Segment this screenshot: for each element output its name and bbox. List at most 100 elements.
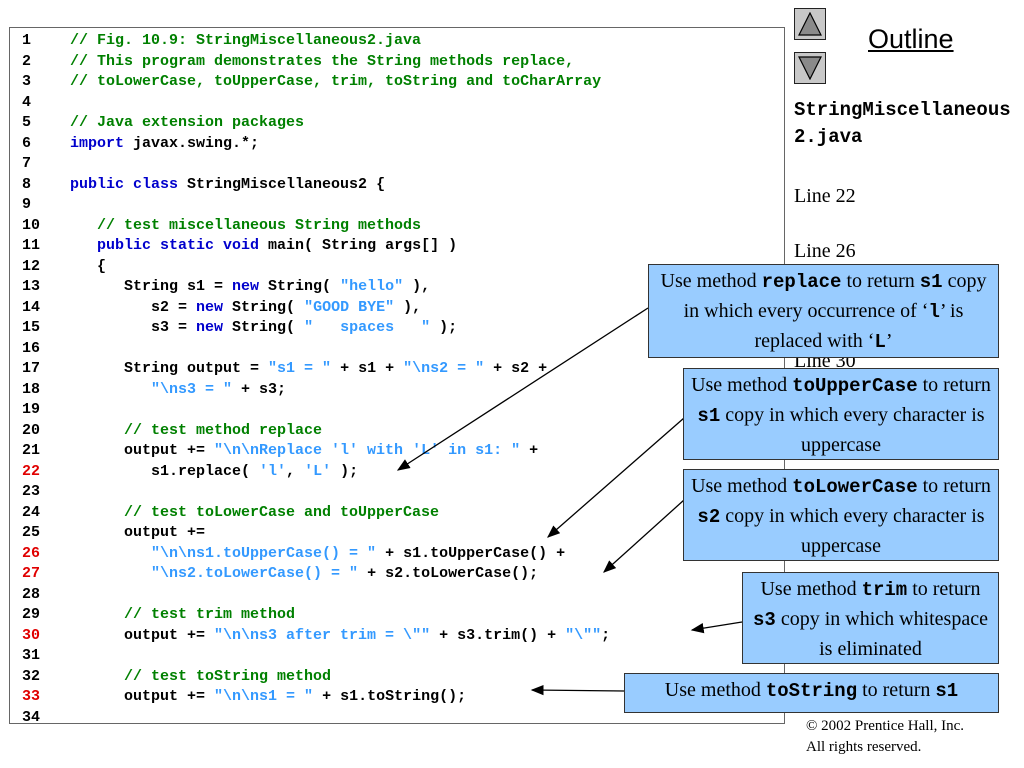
line-number: 25 xyxy=(22,524,41,541)
code-text: String output = "s1 = " + s1 + "\ns2 = "… xyxy=(70,359,547,379)
code-token: output += xyxy=(70,688,215,705)
code-token: s2 = xyxy=(70,298,197,316)
code-text: output += xyxy=(70,523,205,543)
line-number: 12 xyxy=(22,257,41,275)
arrow-upper xyxy=(547,417,685,538)
line-number: 27 xyxy=(22,565,41,582)
code-token: { xyxy=(70,257,107,275)
code-text: output += "\n\nReplace 'l' with 'L' in s… xyxy=(70,441,538,461)
rights-line: All rights reserved. xyxy=(806,739,922,755)
line-number: 2 xyxy=(22,52,32,70)
line-number: 32 xyxy=(22,667,41,685)
line-number: 29 xyxy=(22,606,41,623)
line-number: 13 xyxy=(22,278,41,295)
line-number: 18 xyxy=(22,380,41,398)
arrow-replace xyxy=(396,307,649,471)
line-number: 14 xyxy=(22,298,41,316)
line-number: 22 xyxy=(22,462,41,480)
code-token: ; xyxy=(601,626,611,644)
code-token: "\n\ns1 = " xyxy=(214,688,314,705)
line-number: 17 xyxy=(22,360,41,377)
code-token: 'l' xyxy=(259,462,287,480)
line-number: 23 xyxy=(22,483,41,500)
code-token: ); xyxy=(430,319,458,336)
code-text: // Fig. 10.9: StringMiscellaneous2.java xyxy=(70,31,421,51)
code-text: // test method replace xyxy=(70,421,322,441)
code-token: + s3.trim() + xyxy=(430,626,566,644)
line-number: 16 xyxy=(22,339,41,357)
code-token: // test toString method xyxy=(70,667,332,685)
code-token: // test miscellaneous String methods xyxy=(70,216,422,234)
code-text: s3 = new String( " spaces " ); xyxy=(70,318,457,338)
callout-toLowerCase: Use method toLowerCase to return s2 copy… xyxy=(683,469,999,561)
previous-slide-button[interactable] xyxy=(794,8,826,40)
up-triangle-icon xyxy=(798,12,822,36)
line-number: 10 xyxy=(22,216,41,234)
code-token: // This program demonstrates the String … xyxy=(70,52,575,70)
code-token: "\n\ns1.toUpperCase() = " xyxy=(151,544,377,562)
code-token: "\ns2 = " xyxy=(403,360,485,377)
code-token: "\ns3 = " xyxy=(151,380,233,398)
code-text: // Java extension packages xyxy=(70,113,304,133)
code-token: public class xyxy=(70,175,179,193)
code-token: String s1 = xyxy=(70,278,233,295)
code-text: public class StringMiscellaneous2 { xyxy=(70,175,385,195)
code-token: StringMiscellaneous2 { xyxy=(178,175,386,193)
code-token: s1.replace( xyxy=(70,462,260,480)
line-number: 3 xyxy=(22,73,32,90)
code-text: // test toString method xyxy=(70,667,331,687)
code-token: main( String args[] ) xyxy=(259,237,458,254)
code-token: "\"" xyxy=(565,626,602,644)
code-token: ); xyxy=(331,462,359,480)
line-number: 21 xyxy=(22,442,41,459)
code-token: s3 = xyxy=(70,319,197,336)
code-listing-panel: 1// Fig. 10.9: StringMiscellaneous2.java… xyxy=(9,27,785,726)
code-token: "\ns2.toLowerCase() = " xyxy=(151,565,359,582)
line-number: 20 xyxy=(22,421,41,439)
line-number: 28 xyxy=(22,585,41,603)
code-text: // This program demonstrates the String … xyxy=(70,52,574,72)
copyright-notice: © 2002 Prentice Hall, Inc. All rights re… xyxy=(806,716,964,758)
code-token: 'L' xyxy=(304,462,332,480)
copyright-line: © 2002 Prentice Hall, Inc. xyxy=(806,718,965,734)
callout-replace: Use method replace to return s1 copy in … xyxy=(648,264,999,358)
line-number: 31 xyxy=(22,647,41,664)
code-text: String s1 = new String( "hello" ), xyxy=(70,277,430,297)
code-token: output += xyxy=(70,442,215,459)
line-number: 11 xyxy=(22,237,41,254)
arrow-lower xyxy=(603,499,685,573)
code-text: output += "\n\ns1 = " + s1.toString(); xyxy=(70,687,466,707)
code-text: // test toLowerCase and toUpperCase xyxy=(70,503,439,523)
code-token: ), xyxy=(394,298,422,316)
code-text: output += "\n\ns3 after trim = \"" + s3.… xyxy=(70,626,610,646)
code-token: new xyxy=(196,319,224,336)
code-token: + s1.toUpperCase() + xyxy=(376,544,566,562)
callout-toString: Use method toString to return s1 xyxy=(624,673,999,713)
outline-title[interactable]: Outline xyxy=(868,24,954,54)
code-token: import xyxy=(70,134,125,152)
code-token: + s1.toString(); xyxy=(313,688,467,705)
code-token: " spaces " xyxy=(304,319,431,336)
code-text: import javax.swing.*; xyxy=(70,134,259,154)
arrow-tostring xyxy=(530,684,625,696)
line-reference: Line 26 xyxy=(794,240,856,262)
code-token: ), xyxy=(403,278,431,295)
code-token: // toLowerCase, toUpperCase, trim, toStr… xyxy=(70,73,602,90)
code-text: // toLowerCase, toUpperCase, trim, toStr… xyxy=(70,72,601,92)
code-token: public static void xyxy=(97,237,260,254)
line-number: 6 xyxy=(22,134,32,152)
code-token: + s1 + xyxy=(331,360,404,377)
line-number: 4 xyxy=(22,93,32,111)
code-token: output += xyxy=(70,626,215,644)
next-slide-button[interactable] xyxy=(794,52,826,84)
line-number: 15 xyxy=(22,319,41,336)
code-token: "hello" xyxy=(340,278,404,295)
line-number: 30 xyxy=(22,626,41,644)
code-token: "\n\ns3 after trim = \"" xyxy=(214,626,431,644)
code-token: String output = xyxy=(70,360,269,377)
code-token: String( xyxy=(223,319,305,336)
code-token: // test method replace xyxy=(70,421,323,439)
code-token: new xyxy=(196,298,224,316)
code-token: // Java extension packages xyxy=(70,114,305,131)
